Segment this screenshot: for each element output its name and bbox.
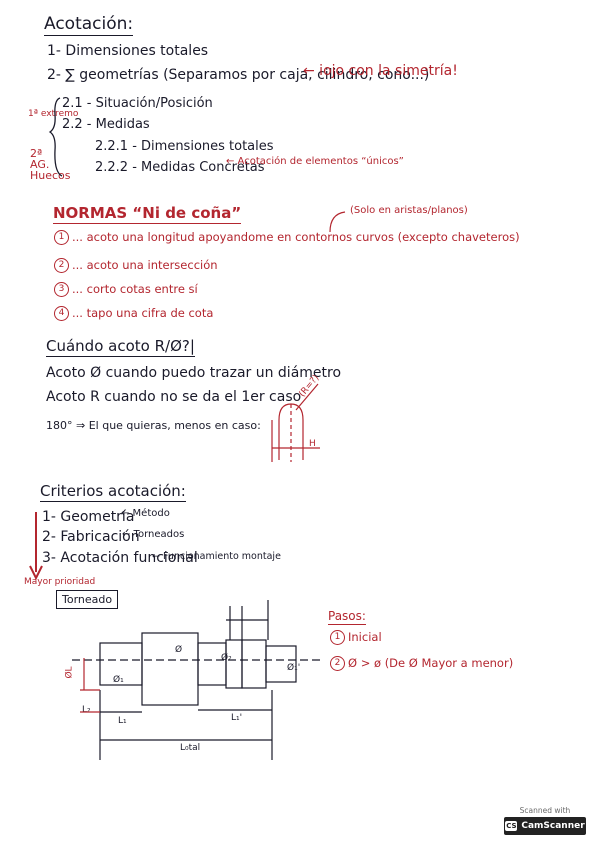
cuando-line: 180° ⇒ El que quieras, menos en caso: [46, 419, 261, 432]
dim-label: L₂ [82, 705, 91, 715]
radius-figure [271, 383, 320, 462]
brace-label: 2ª AG. Huecos [30, 147, 71, 182]
criterios-item: 2- Fabricación [42, 529, 140, 545]
cuando-line: Acoto Ø cuando puedo trazar un diámetro [46, 365, 342, 381]
dim-label: L₁' [231, 713, 243, 723]
normas-item: 1... acoto una longitud apoyandome en co… [54, 230, 520, 245]
dim-label: L₀tal [180, 743, 201, 753]
criterios-note: ← Método [121, 508, 170, 519]
camscanner-logo-icon: CS [505, 821, 518, 831]
dim-label: Ø₁ [113, 675, 124, 685]
note-arrow [329, 211, 346, 233]
dim-label: Ø [175, 645, 183, 655]
arrow-note: ← iojo con la simetría! [303, 63, 458, 79]
boxed-label: Torneado [56, 590, 119, 609]
cuando-line: Acoto R cuando no se da el 1er caso [46, 389, 302, 405]
normas-item: 3... corto cotas entre sí [54, 282, 198, 297]
normas-title: NORMAS “Ni de coña” [53, 204, 242, 224]
sub-note: ← Acotación de elementos “únicos” [226, 156, 404, 167]
shaft-red-dims [80, 658, 100, 713]
criterios-title: Criterios acotación: [40, 482, 186, 502]
normas-item: 4... tapo una cifra de cota [54, 306, 213, 321]
brace [48, 97, 63, 177]
pasos-title: Pasos: [328, 609, 366, 625]
fig-label-h: H [309, 439, 316, 449]
shaft-drawing [72, 600, 320, 760]
list-item: 2.1 - Situación/Posición [62, 96, 213, 111]
criterios-item: 1- Geometría [42, 509, 135, 525]
brace-label: 1ª extremo [28, 109, 79, 119]
criterios-note: ← Funcionamiento montaje [152, 551, 281, 562]
scanner-top: Scanned with [519, 806, 571, 815]
normas-item: 2... acoto una intersección [54, 258, 218, 273]
priority-label: Mayor prioridad [24, 577, 96, 587]
list-item: 2.2 - Medidas [62, 117, 150, 132]
list-item: 1- Dimensiones totales [47, 43, 209, 59]
normas-note: (Solo en aristas/planos) [350, 205, 468, 216]
criterios-note: ← Torneados [122, 529, 185, 540]
page-title: Acotación: [44, 14, 134, 36]
cuando-title: Cuándo acoto R/Ø?| [46, 337, 195, 357]
list-item: 2.2.1 - Dimensiones totales [95, 139, 274, 154]
list-item: 2- ∑ geometrías (Separamos por caja, cil… [47, 67, 430, 83]
dim-label: Ø₁' [287, 663, 301, 673]
list-item: 2.2.2 - Medidas Concretas [95, 160, 265, 175]
dim-label: L₁ [118, 716, 127, 726]
criterios-item: 3- Acotación funcional [42, 550, 198, 566]
